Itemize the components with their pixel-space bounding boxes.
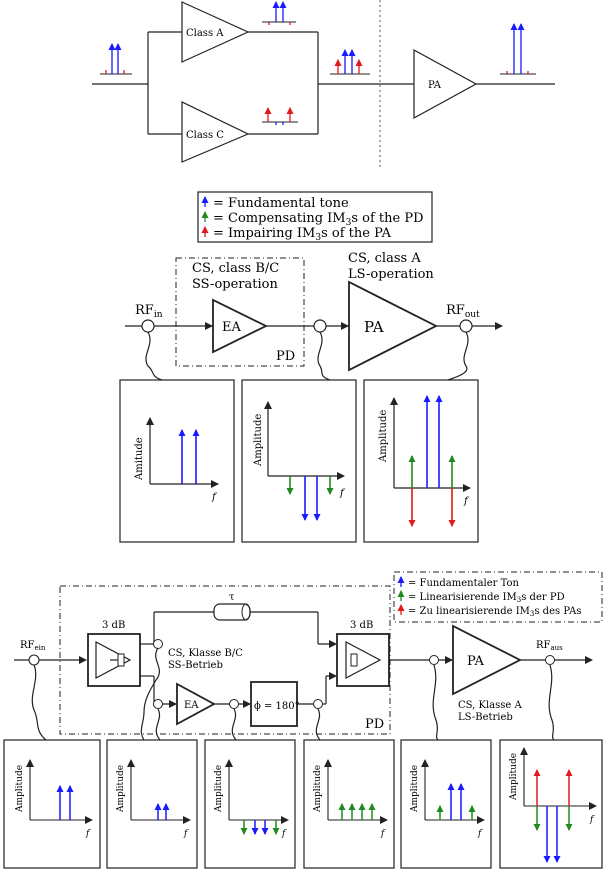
top-spectrum-merged [330, 49, 370, 75]
top-spectrum-class-a [262, 1, 296, 25]
phi-label: ϕ = 180° [254, 701, 300, 712]
class-c-amplifier [181, 101, 250, 163]
db-label-2: 3 dB [350, 620, 373, 631]
phase-shifter [250, 681, 298, 727]
class-a-amplifier [181, 1, 250, 63]
middle-block-diagram: PD CS, class B/C SS-operation CS, class … [125, 251, 503, 381]
class-a-label: Class A [186, 28, 224, 39]
bottom-amp-label-6: Amplitude [509, 753, 519, 801]
cs-klasse-a-1: CS, Klasse A [458, 700, 522, 711]
cs-bc-line2: SS-operation [192, 277, 278, 292]
legend-linearisierende: = Linearisierende IM3s der PD [408, 592, 565, 604]
f-label-3: f [463, 496, 470, 507]
cs-a-line2: LS-operation [348, 267, 434, 282]
legend-english: = Fundamental tone = Compensating IM3s o… [197, 191, 433, 243]
rf-in-label: RFin [135, 303, 163, 320]
legend-zu-linearisierende: = Zu linearisierende IM3s des PAs [408, 606, 581, 618]
bottom-spectrum-panel-3: Amplitude f [204, 739, 296, 869]
rf-out-label: RFout [446, 303, 480, 320]
bottom-spectrum-panel-5: Amplitude f [400, 739, 492, 869]
ea-label-bottom: EA [184, 700, 199, 711]
legend-impairing: = Impairing IM3s of the PA [213, 226, 392, 243]
ea-amplifier-mid [212, 298, 269, 354]
legend-german: = Fundamentaler Ton = Linearisierende IM… [393, 571, 603, 623]
bottom-spectrum-panel-4: Amplitude f [303, 739, 395, 869]
bottom-f-label-2: f [183, 829, 189, 839]
ea-amplifier-bottom [176, 682, 216, 726]
mid-spectrum-panel-3: Amplitude f [363, 379, 479, 543]
cs-klasse-a-2: LS-Betrieb [458, 712, 513, 723]
cs-klasse-bc-2: SS-Betrieb [168, 660, 223, 671]
bottom-f-label-5: f [477, 829, 483, 839]
bottom-f-label-4: f [380, 829, 386, 839]
legend-compensating: = Compensating IM3s of the PD [213, 211, 424, 228]
tau-label: τ [229, 592, 235, 603]
amp-label-2: Amplitude [253, 414, 264, 467]
top-spectrum-class-c [262, 107, 298, 125]
legend-fundamentaler: = Fundamentaler Ton [408, 578, 520, 589]
pa-amplifier-top [413, 48, 478, 120]
cs-bc-line1: CS, class B/C [192, 261, 279, 276]
rf-ein-label: RFein [20, 640, 46, 652]
bottom-amp-label-4: Amplitude [313, 765, 323, 813]
pa-amplifier-mid [348, 280, 438, 372]
pd-label-bottom: PD [365, 717, 384, 732]
bottom-f-label-6: f [589, 815, 595, 825]
mid-spectrum-panel-1: Amitude f [119, 379, 235, 543]
class-c-label: Class C [186, 130, 224, 141]
bottom-spectrum-panel-6: Amplitude f [499, 739, 603, 869]
amp-label-3: Amplitude [378, 410, 389, 463]
legend-fundamental: = Fundamental tone [213, 196, 349, 211]
bottom-amp-label-1: Amplitude [15, 765, 25, 813]
pa-label-top: PA [428, 80, 442, 91]
f-label-1: f [211, 492, 218, 503]
bottom-f-label-3: f [281, 829, 287, 839]
mid-spectrum-panel-2: Amplitude f [241, 379, 357, 543]
bottom-block-diagram: PD RFein 3 dB τ CS, Klasse B/C SS-Betrie… [14, 585, 593, 741]
bottom-amp-label-5: Amplitude [410, 765, 420, 813]
top-spectrum-input [100, 43, 132, 75]
pd-box-mid [175, 257, 305, 367]
rf-aus-label: RFaus [536, 640, 563, 652]
bottom-f-label-1: f [85, 829, 91, 839]
cs-a-line1: CS, class A [348, 251, 421, 266]
pa-amplifier-bottom [452, 624, 522, 696]
amp-label-1: Amitude [134, 437, 145, 481]
delay-line [213, 603, 251, 621]
bottom-amp-label-3: Amplitude [214, 765, 224, 813]
top-spectrum-output [500, 23, 536, 75]
pd-label-mid: PD [276, 349, 295, 364]
f-label-2: f [339, 488, 346, 499]
bottom-spectrum-panel-2: Amplitude f [106, 739, 198, 869]
pa-label-bottom: PA [467, 654, 485, 669]
pa-label-mid: PA [364, 318, 384, 336]
db-label-1: 3 dB [102, 620, 125, 631]
top-block-diagram: Class A Class C PA [92, 0, 555, 170]
cs-klasse-bc-1: CS, Klasse B/C [168, 648, 243, 659]
bottom-spectrum-panel-1: Amplitude f [3, 739, 101, 869]
bottom-amp-label-2: Amplitude [116, 765, 126, 813]
ea-label-mid: EA [222, 320, 241, 335]
